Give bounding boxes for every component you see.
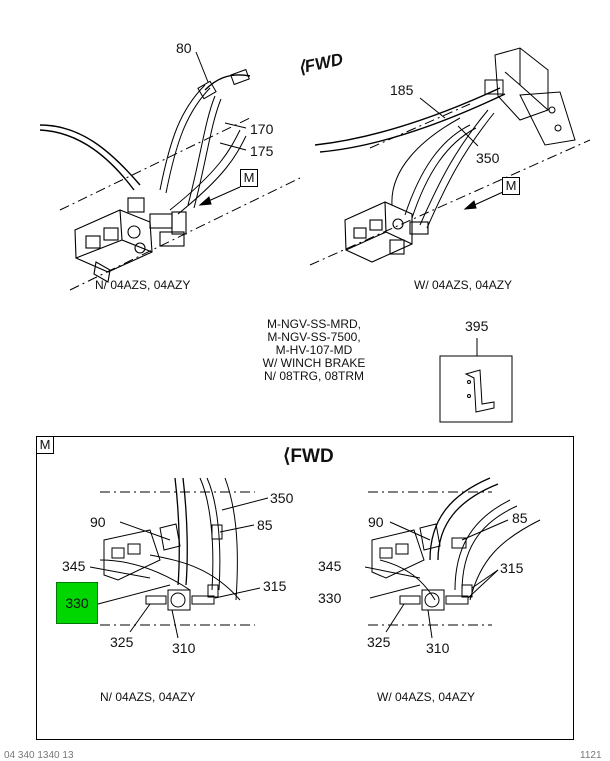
- detail-m-label: M: [36, 436, 54, 454]
- detail-m-frame: [36, 436, 574, 740]
- callout-85-left[interactable]: 85: [257, 517, 273, 533]
- footer-page-code: 1121: [580, 750, 602, 761]
- callout-345-left[interactable]: 345: [62, 558, 86, 574]
- callout-395[interactable]: 395: [465, 318, 489, 334]
- view-ref-m-right[interactable]: M: [502, 177, 520, 195]
- caption-detail-left: N/ 04AZS, 04AZY: [100, 690, 196, 704]
- callout-350-detail[interactable]: 350: [270, 490, 294, 506]
- note-line-2: M-NGV-SS-7500,: [267, 330, 361, 344]
- callout-330-highlighted[interactable]: 330: [56, 582, 98, 624]
- callout-325-right[interactable]: 325: [367, 634, 391, 650]
- callout-330-right[interactable]: 330: [318, 590, 342, 606]
- callout-90-right[interactable]: 90: [368, 514, 384, 530]
- callout-185[interactable]: 185: [390, 82, 414, 98]
- view-ref-m-left[interactable]: M: [240, 169, 258, 187]
- applicability-note: M-NGV-SS-MRD, M-NGV-SS-7500, M-HV-107-MD…: [252, 318, 376, 383]
- callout-325-left[interactable]: 325: [110, 634, 134, 650]
- callout-85-right[interactable]: 85: [512, 510, 528, 526]
- fwd-label-detail: FWD: [290, 446, 334, 467]
- callout-315-right[interactable]: 315: [500, 560, 524, 576]
- note-line-3: M-HV-107-MD: [275, 343, 353, 357]
- callout-350[interactable]: 350: [476, 150, 500, 166]
- callout-345-right[interactable]: 345: [318, 558, 342, 574]
- callout-310-left[interactable]: 310: [172, 640, 196, 656]
- footer-doc-number: 04 340 1340 13: [4, 750, 74, 761]
- note-line-1: M-NGV-SS-MRD,: [267, 317, 361, 331]
- callout-170[interactable]: 170: [250, 121, 274, 137]
- fwd-indicator-detail: ⟨FWD: [283, 447, 334, 467]
- caption-top-left: N/ 04AZS, 04AZY: [95, 278, 191, 292]
- callout-80[interactable]: 80: [176, 40, 192, 56]
- note-line-5: N/ 08TRG, 08TRM: [263, 369, 365, 383]
- caption-top-right: W/ 04AZS, 04AZY: [414, 278, 513, 292]
- caption-detail-right: W/ 04AZS, 04AZY: [377, 690, 476, 704]
- callout-90-left[interactable]: 90: [90, 514, 106, 530]
- note-line-4: W/ WINCH BRAKE: [262, 356, 366, 370]
- callout-310-right[interactable]: 310: [426, 640, 450, 656]
- callout-175[interactable]: 175: [250, 143, 274, 159]
- fwd-arrow-icon: ⟨: [283, 446, 291, 467]
- callout-315-left[interactable]: 315: [263, 578, 287, 594]
